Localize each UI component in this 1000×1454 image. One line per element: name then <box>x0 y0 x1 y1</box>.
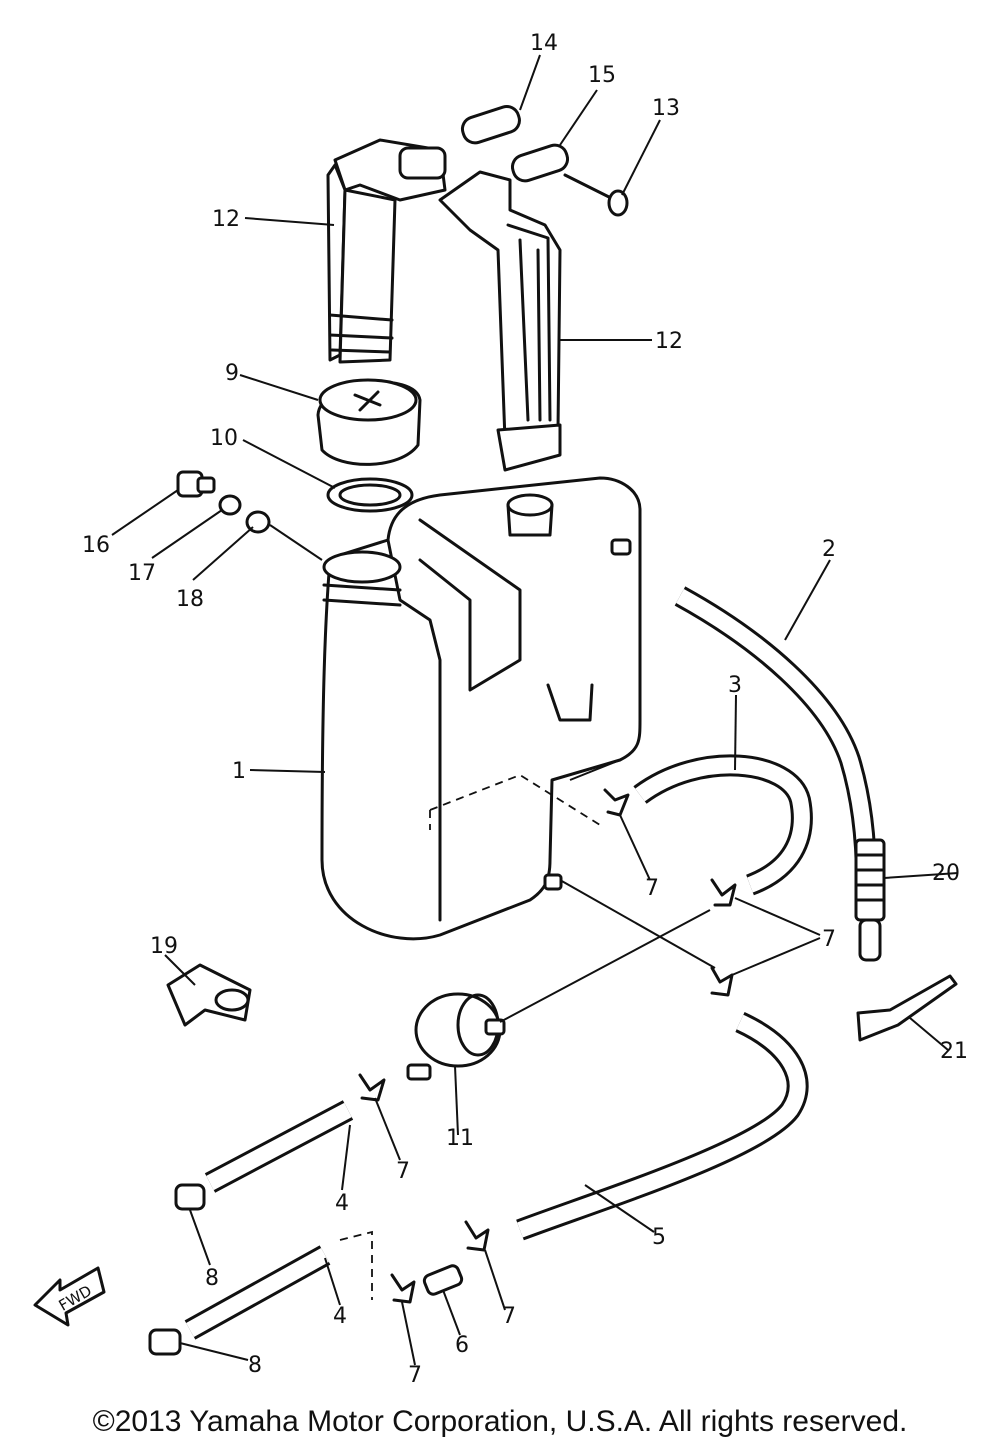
callout-21: 21 <box>940 1039 968 1064</box>
clip-7-upper <box>603 788 630 817</box>
callout-11: 11 <box>446 1126 474 1151</box>
connector-8-lower <box>148 1328 182 1356</box>
bracket-right <box>438 170 562 472</box>
hose-5 <box>516 1012 809 1241</box>
hose-2 <box>674 586 877 881</box>
callout-6: 6 <box>455 1333 469 1358</box>
leader-lines <box>111 54 959 1366</box>
callout-19: 19 <box>150 934 178 959</box>
callout-20: 20 <box>932 861 960 886</box>
callout-14: 14 <box>530 31 558 56</box>
callout-18: 18 <box>176 587 204 612</box>
fuel-filter <box>406 992 506 1081</box>
connector-8-upper <box>174 1183 206 1211</box>
callout-8-lower: 8 <box>248 1353 262 1378</box>
screw-13 <box>563 173 629 217</box>
callout-17: 17 <box>128 561 156 586</box>
callout-7-hose4: 7 <box>396 1159 410 1184</box>
callout-7-pair: 7 <box>822 927 836 952</box>
callout-5: 5 <box>652 1225 666 1250</box>
pin-15 <box>510 143 570 183</box>
holder-19 <box>166 963 252 1027</box>
dashed-guide <box>339 1230 373 1300</box>
callouts: 14 15 13 12 12 9 10 16 17 18 2 3 1 7 20 … <box>82 31 968 1388</box>
bracket-left <box>326 138 447 364</box>
hose-4-upper <box>204 1100 354 1193</box>
callout-13: 13 <box>652 96 680 121</box>
callout-7-left: 7 <box>408 1363 422 1388</box>
clip-7-hose4 <box>358 1073 386 1102</box>
callout-8-upper: 8 <box>205 1266 219 1291</box>
callout-4-upper: 4 <box>335 1191 349 1216</box>
oil-tank <box>320 476 642 941</box>
pin-14 <box>460 104 521 145</box>
hose-4-lower <box>184 1245 331 1340</box>
oil-tank-cap <box>316 378 422 466</box>
callout-16: 16 <box>82 533 110 558</box>
bolt-16 <box>176 470 216 498</box>
callout-12-left: 12 <box>212 207 240 232</box>
parts-diagram: FWD 14 <box>33 31 968 1388</box>
fwd-arrow-icon: FWD <box>33 1266 106 1327</box>
clip-7-left <box>390 1273 416 1304</box>
callout-12-right: 12 <box>655 329 683 354</box>
tie-21 <box>856 974 958 1042</box>
gasket <box>326 477 414 513</box>
copyright-notice: ©2013 Yamaha Motor Corporation, U.S.A. A… <box>92 1405 908 1438</box>
callout-3: 3 <box>728 673 742 698</box>
callout-1: 1 <box>232 759 246 784</box>
joint-6 <box>422 1264 464 1296</box>
callout-15: 15 <box>588 63 616 88</box>
hose-3 <box>633 754 813 896</box>
callout-2: 2 <box>822 537 836 562</box>
callout-7-upper: 7 <box>645 876 659 901</box>
clip-7-right <box>464 1220 490 1252</box>
callout-9: 9 <box>225 361 239 386</box>
clip-7-lower <box>710 966 734 997</box>
callout-7-right: 7 <box>502 1304 516 1329</box>
hose-fitting-20 <box>854 838 886 962</box>
clip-7-mid <box>710 878 737 907</box>
callout-4-lower: 4 <box>333 1304 347 1329</box>
washer-17 <box>218 494 242 516</box>
callout-10: 10 <box>210 426 238 451</box>
